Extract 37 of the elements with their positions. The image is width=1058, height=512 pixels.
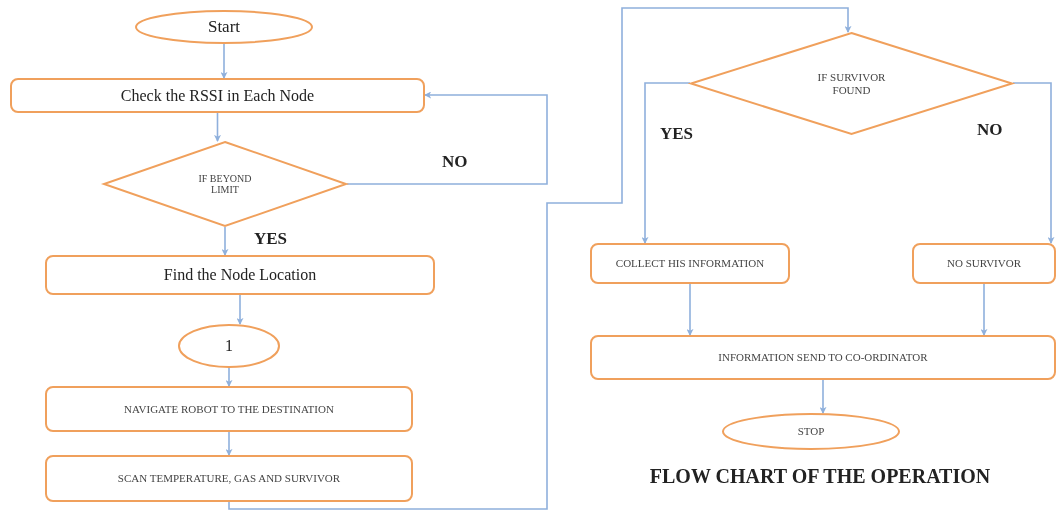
arrow <box>220 43 228 79</box>
connector-circle <box>178 324 280 368</box>
arrow <box>236 294 244 325</box>
node-text: Start <box>207 17 241 37</box>
node-text: IF BEYOND LIMIT <box>197 173 253 195</box>
arrow <box>980 283 988 336</box>
arrow <box>819 379 827 414</box>
arrow <box>221 226 229 256</box>
process-box <box>912 243 1056 284</box>
start-terminal <box>135 10 313 44</box>
node-text: 1 <box>225 337 233 355</box>
arrow <box>346 91 548 185</box>
diagram-title: FLOW CHART OF THE OPERATION <box>648 466 992 487</box>
arrow <box>686 283 694 336</box>
process-box <box>590 335 1056 380</box>
node-text: IF SURVIVOR FOUND <box>816 71 887 96</box>
process-box <box>10 78 425 113</box>
node-text: STOP <box>797 425 825 438</box>
arrow <box>214 112 221 142</box>
stop-terminal <box>722 413 900 450</box>
process-box <box>45 455 413 502</box>
node-text: Find the Node Location <box>163 266 317 284</box>
node-text: NO SURVIVOR <box>947 257 1021 270</box>
node-text: SCAN TEMPERATURE, GAS AND SURVIVOR <box>117 472 341 485</box>
arrow <box>228 7 852 510</box>
arrow <box>225 431 233 456</box>
arrow <box>641 82 691 244</box>
process-box <box>45 386 413 432</box>
arrow <box>225 367 233 387</box>
process-box <box>45 255 435 295</box>
node-text: NAVIGATE ROBOT TO THE DESTINATION <box>124 402 334 416</box>
decision-diamond <box>103 141 347 227</box>
process-box <box>590 243 790 284</box>
node-text: INFORMATION SEND TO CO-ORDINATOR <box>718 351 928 364</box>
node-text: COLLECT HIS INFORMATION <box>615 257 765 270</box>
arrow <box>1012 82 1055 244</box>
node-text: Check the RSSI in Each Node <box>120 86 315 105</box>
